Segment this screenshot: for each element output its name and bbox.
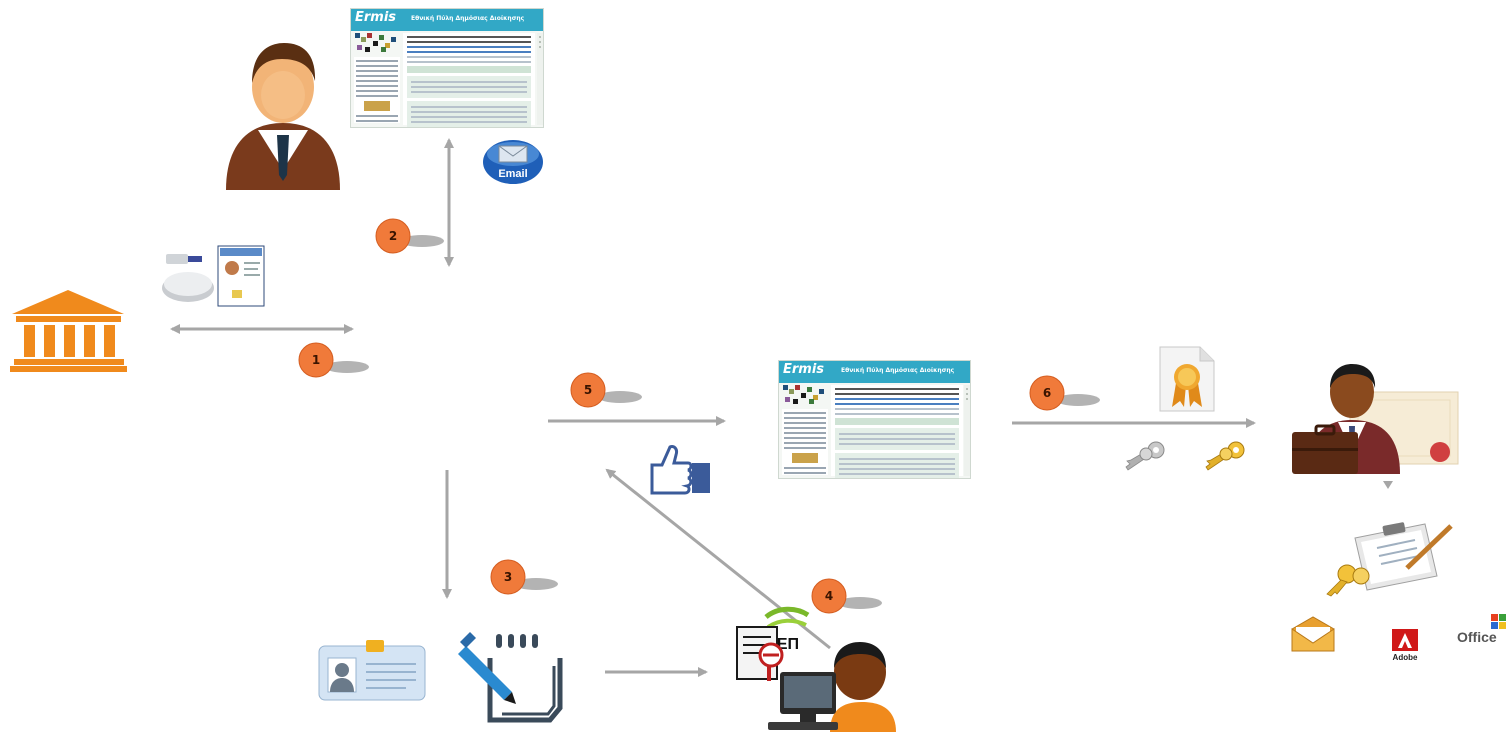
svg-text:2: 2 <box>389 229 397 243</box>
certified-user-icon <box>1292 364 1459 474</box>
portal-mosaic <box>783 385 829 407</box>
arrow-clerk-approval <box>605 468 831 650</box>
epsilon-logo-icon: ΕΠ <box>764 606 810 653</box>
svg-text:Email: Email <box>498 168 527 180</box>
portal-banner-title: Εθνική Πύλη Δημόσιας Διοίκησης <box>411 15 525 22</box>
keys-silver-icon <box>1125 441 1165 471</box>
portal-main <box>831 385 963 478</box>
step-badge-4: 4 <box>811 578 882 614</box>
step-badge-5: 5 <box>570 372 642 408</box>
institution-icon <box>10 290 127 372</box>
user-icon <box>226 43 340 190</box>
portal-logo: Ermis <box>355 10 397 25</box>
card-reader-icon <box>162 245 265 307</box>
svg-text:5: 5 <box>584 383 592 397</box>
adobe-icon: Adobe <box>1392 629 1418 662</box>
svg-text:3: 3 <box>504 570 512 584</box>
portal-mosaic <box>355 33 401 55</box>
portal-sidebar <box>354 57 400 123</box>
svg-text:Office: Office <box>1457 629 1497 645</box>
svg-text:4: 4 <box>825 589 833 603</box>
keys-gold-icon <box>1205 441 1245 471</box>
portal-main <box>403 33 535 127</box>
certificate-icon <box>1159 346 1215 412</box>
clipboard-keys-icon <box>1326 522 1453 597</box>
svg-text:1: 1 <box>312 353 320 367</box>
svg-text:ΕΠ: ΕΠ <box>777 636 799 653</box>
portal-logo: Ermis <box>783 362 825 377</box>
step-badge-1: 1 <box>298 342 369 378</box>
portal-sidebar <box>782 409 828 475</box>
step-badge-6: 6 <box>1029 375 1100 411</box>
digital-signature-icon <box>458 632 563 723</box>
portal-right-column <box>537 33 543 125</box>
step-badge-3: 3 <box>490 559 558 595</box>
thumbs-up-icon <box>650 445 710 495</box>
document-inspect-icon <box>736 626 784 681</box>
portal-screenshot-top: Ermis Εθνική Πύλη Δημόσιας Διοίκησης <box>350 8 544 128</box>
mail-envelope-icon <box>1291 616 1335 652</box>
step-badge-2: 2 <box>375 218 444 254</box>
portal-banner-title: Εθνική Πύλη Δημόσιας Διοίκησης <box>841 367 955 374</box>
svg-text:6: 6 <box>1043 386 1051 400</box>
svg-text:Adobe: Adobe <box>1393 653 1418 662</box>
portal-right-column <box>964 385 970 476</box>
small-down-arrow <box>1383 481 1393 489</box>
office-icon: Office <box>1457 614 1506 645</box>
clerk-computer-icon <box>768 642 896 732</box>
id-card-icon <box>318 640 426 701</box>
email-icon: Email <box>483 140 543 184</box>
portal-screenshot-center: Ermis Εθνική Πύλη Δημόσιας Διοίκησης <box>778 360 971 479</box>
